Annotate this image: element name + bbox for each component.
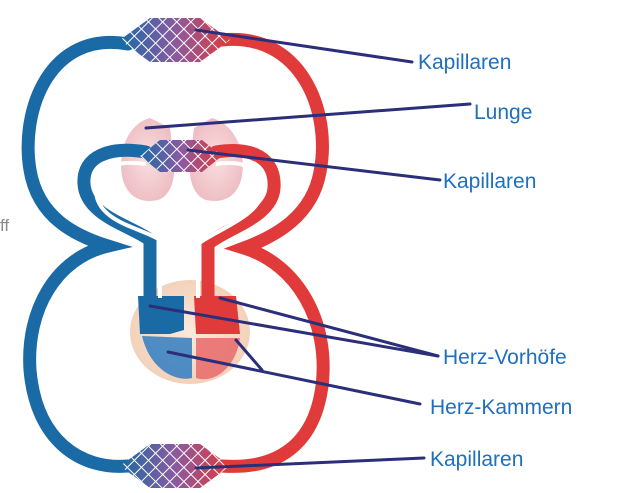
cropped-text-fragment: ff <box>0 216 9 236</box>
label-capillaries-top: Kapillaren <box>418 51 511 75</box>
capillary-net-icon <box>120 18 230 62</box>
leader-line-atria-2 <box>220 298 438 356</box>
label-capillaries-lung: Kapillaren <box>443 170 536 194</box>
label-lung: Lunge <box>474 101 532 125</box>
label-capillaries-bottom: Kapillaren <box>430 448 523 472</box>
label-ventricles: Herz-Kammern <box>430 396 572 420</box>
leader-line-lung <box>146 104 470 128</box>
arterial-vessel-systemic <box>222 39 323 466</box>
venous-vessel-systemic <box>28 42 128 466</box>
label-atria: Herz-Vorhöfe <box>443 346 567 370</box>
